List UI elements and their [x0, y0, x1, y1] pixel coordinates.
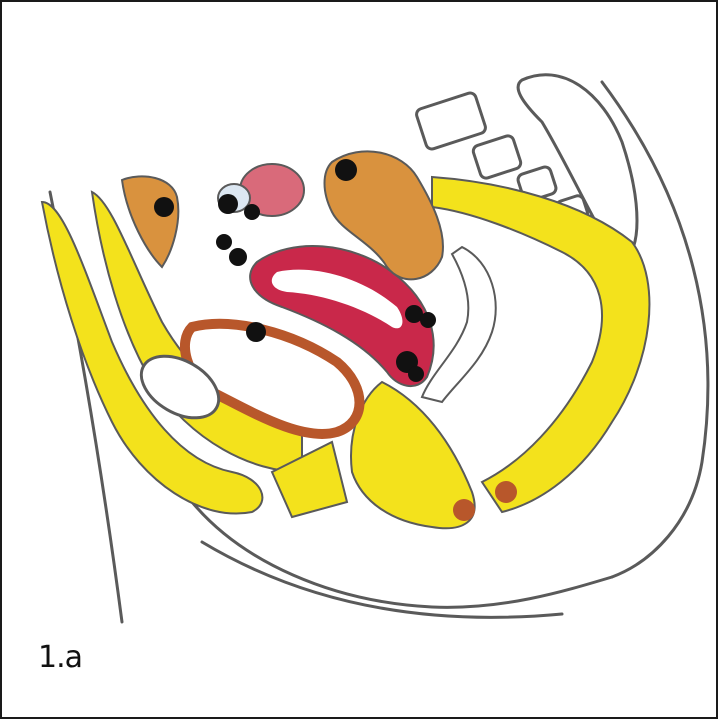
node-marker	[244, 204, 260, 220]
node-marker	[218, 194, 238, 214]
node-marker	[420, 312, 436, 328]
node-marker	[216, 234, 232, 250]
node-marker	[229, 248, 247, 266]
node-marker	[335, 159, 357, 181]
node-marker	[154, 197, 174, 217]
node-marker	[246, 322, 266, 342]
marker-dot-left	[453, 499, 475, 521]
node-marker	[408, 366, 424, 382]
figure-caption: 1.a	[38, 640, 82, 675]
marker-dot-right	[495, 481, 517, 503]
